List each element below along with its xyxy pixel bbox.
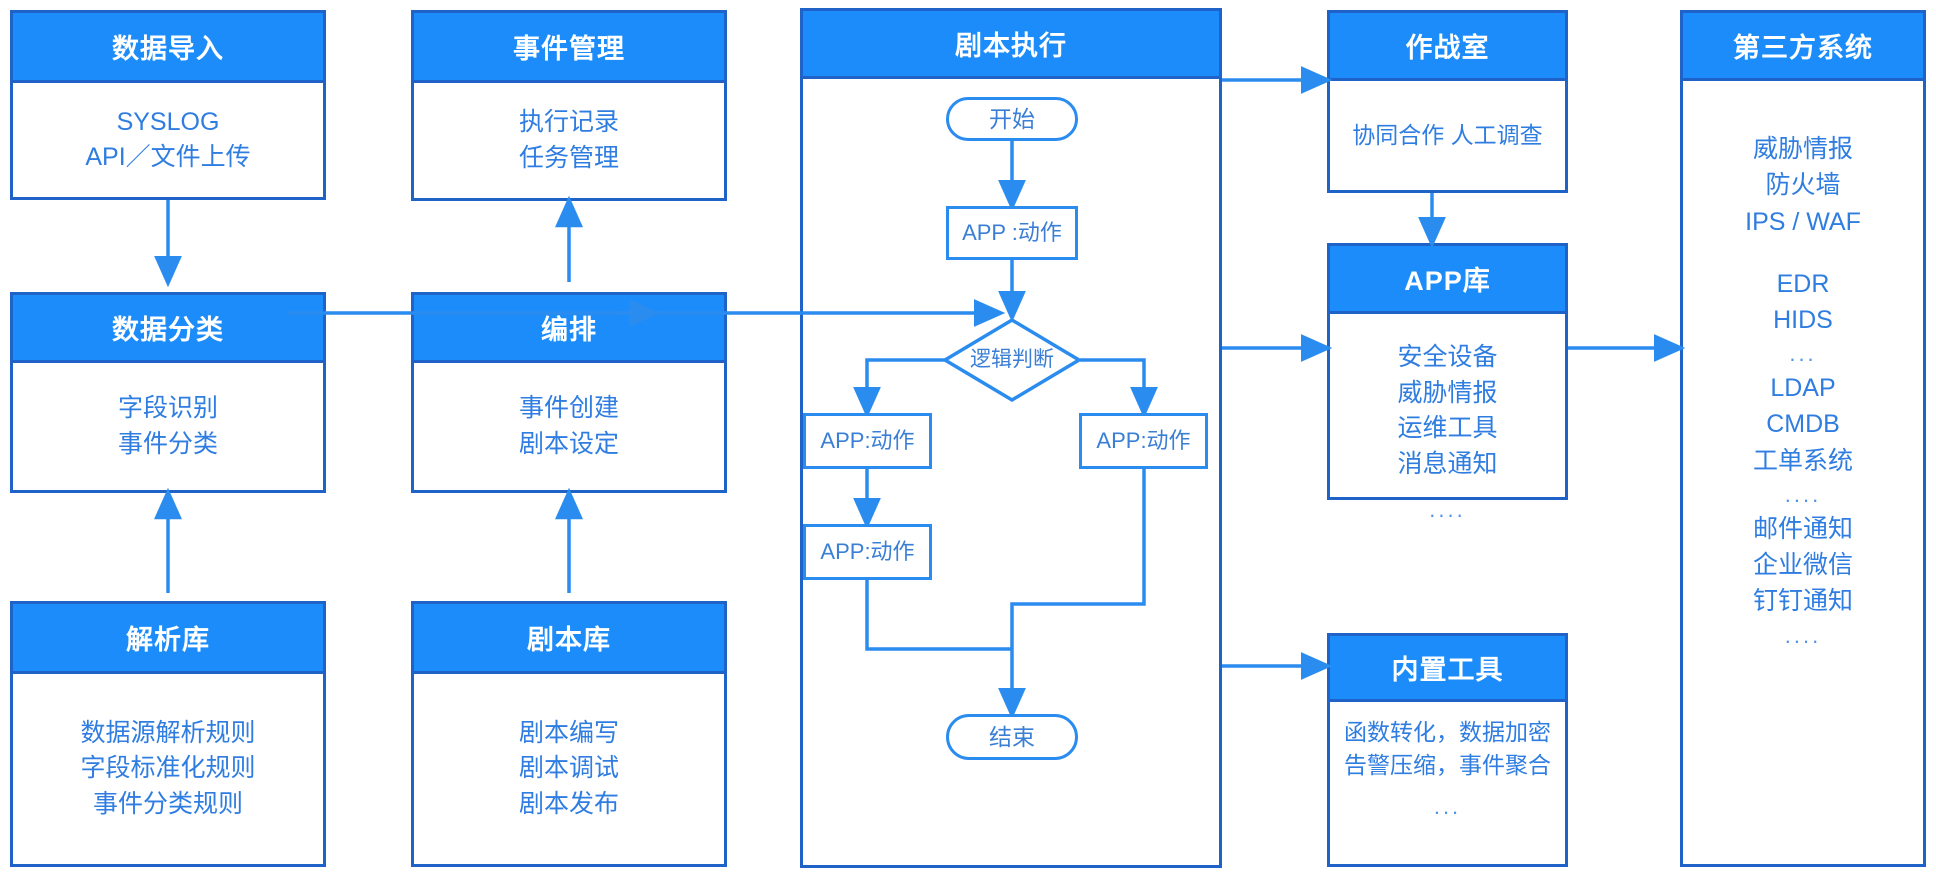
card-builtin-tools[interactable]: 内置工具 函数转化，数据加密 告警压缩，事件聚合 ... xyxy=(1327,633,1568,867)
card-data-import-line-0: SYSLOG xyxy=(116,107,220,136)
card-data-import-title: 数据导入 xyxy=(13,13,323,83)
card-app-library-line-5: .... xyxy=(1429,497,1466,522)
card-third-party-systems-body: 威胁情报 防火墙 IPS / WAF EDR HIDS ... LDAP CMD… xyxy=(1683,81,1923,864)
card-third-party-line-0: 威胁情报 xyxy=(1752,135,1853,163)
card-third-party-line-2: IPS / WAF xyxy=(1745,207,1861,236)
card-playbook-execution-title: 剧本执行 xyxy=(803,11,1219,79)
card-parsing-library-line-2: 事件分类规则 xyxy=(92,789,243,818)
card-playbook-library-line-2: 剧本发布 xyxy=(518,789,619,818)
card-builtin-tools-title: 内置工具 xyxy=(1330,636,1565,702)
card-playbook-execution[interactable]: 剧本执行 xyxy=(800,8,1222,868)
card-orchestration-line-0: 事件创建 xyxy=(518,394,619,422)
card-data-import[interactable]: 数据导入 SYSLOG API／文件上传 xyxy=(10,10,326,200)
card-war-room-title: 作战室 xyxy=(1330,13,1565,81)
card-event-management[interactable]: 事件管理 执行记录 任务管理 xyxy=(411,10,727,201)
card-third-party-systems-title: 第三方系统 xyxy=(1683,13,1923,81)
card-third-party-line-14: .... xyxy=(1784,622,1822,648)
flow-node-decision[interactable]: 逻辑判断 xyxy=(942,317,1082,403)
card-builtin-tools-body: 函数转化，数据加密 告警压缩，事件聚合 ... xyxy=(1330,702,1565,864)
card-playbook-execution-body: 开始 APP :动作 逻辑判断 APP:动作 APP:动作 APP:动作 结束 xyxy=(803,79,1219,865)
card-builtin-tools-line-1: 告警压缩，事件聚合 xyxy=(1344,751,1551,778)
card-third-party-line-4: EDR xyxy=(1776,269,1830,298)
card-parsing-library-body: 数据源解析规则 字段标准化规则 事件分类规则 xyxy=(13,674,323,864)
card-playbook-library-line-1: 剧本调试 xyxy=(518,754,619,783)
card-third-party-line-1: 防火墙 xyxy=(1765,171,1841,200)
card-playbook-library[interactable]: 剧本库 剧本编写 剧本调试 剧本发布 xyxy=(411,601,727,867)
flow-node-action-left-second[interactable]: APP:动作 xyxy=(803,524,932,580)
card-war-room[interactable]: 作战室 协同合作 人工调查 xyxy=(1327,10,1568,193)
card-event-management-line-1: 任务管理 xyxy=(518,143,619,172)
card-data-classification-title: 数据分类 xyxy=(13,295,323,363)
card-war-room-line-0: 协同合作 人工调查 xyxy=(1352,122,1543,149)
card-parsing-library-line-0: 数据源解析规则 xyxy=(80,718,256,747)
flow-arrow-decision-to-right xyxy=(1080,358,1158,419)
card-event-management-body: 执行记录 任务管理 xyxy=(414,83,724,198)
flow-node-action-1[interactable]: APP :动作 xyxy=(946,206,1078,260)
card-orchestration-body: 事件创建 剧本设定 xyxy=(414,363,724,490)
card-app-library-line-0: 安全设备 xyxy=(1397,343,1498,371)
card-parsing-library[interactable]: 解析库 数据源解析规则 字段标准化规则 事件分类规则 xyxy=(10,601,326,867)
flow-node-decision-label: 逻辑判断 xyxy=(970,348,1054,372)
card-parsing-library-line-1: 字段标准化规则 xyxy=(80,754,256,783)
card-third-party-systems[interactable]: 第三方系统 威胁情报 防火墙 IPS / WAF EDR HIDS ... LD… xyxy=(1680,10,1926,867)
card-builtin-tools-line-0: 函数转化，数据加密 xyxy=(1344,719,1551,745)
flow-path-left2-to-merge xyxy=(865,580,1012,651)
card-data-classification[interactable]: 数据分类 字段识别 事件分类 xyxy=(10,292,326,493)
card-orchestration-line-1: 剧本设定 xyxy=(518,429,619,458)
flow-node-action-branch-right[interactable]: APP:动作 xyxy=(1079,413,1208,469)
card-third-party-line-13: 钉钉通知 xyxy=(1752,587,1853,616)
card-third-party-line-8: CMDB xyxy=(1766,410,1840,439)
diamond-shape-icon xyxy=(942,317,1082,403)
card-orchestration-title: 编排 xyxy=(414,295,724,363)
card-app-library-line-1: 威胁情报 xyxy=(1397,378,1498,407)
card-builtin-tools-line-2: ... xyxy=(1433,794,1462,820)
card-app-library-body: 安全设备 威胁情报 运维工具 消息通知 .... xyxy=(1330,314,1565,531)
card-third-party-line-6: ... xyxy=(1789,341,1817,367)
card-app-library-title: APP库 xyxy=(1330,246,1565,314)
card-third-party-line-5: HIDS xyxy=(1773,306,1833,334)
flow-node-end[interactable]: 结束 xyxy=(946,714,1078,760)
card-data-classification-line-0: 字段识别 xyxy=(117,394,218,422)
card-playbook-library-title: 剧本库 xyxy=(414,604,724,674)
flow-node-start[interactable]: 开始 xyxy=(946,97,1078,141)
card-app-library[interactable]: APP库 安全设备 威胁情报 运维工具 消息通知 .... xyxy=(1327,243,1568,522)
card-playbook-library-line-0: 剧本编写 xyxy=(518,718,619,747)
card-data-import-line-1: API／文件上传 xyxy=(85,143,251,171)
card-orchestration[interactable]: 编排 事件创建 剧本设定 xyxy=(411,292,727,493)
card-playbook-library-body: 剧本编写 剧本调试 剧本发布 xyxy=(414,674,724,864)
card-third-party-line-7: LDAP xyxy=(1770,374,1836,403)
card-third-party-line-9: 工单系统 xyxy=(1752,446,1853,475)
card-third-party-line-12: 企业微信 xyxy=(1752,551,1853,580)
card-third-party-line-10: .... xyxy=(1784,481,1822,507)
card-app-library-line-2: 运维工具 xyxy=(1397,414,1498,442)
card-app-library-line-3: 消息通知 xyxy=(1397,449,1498,478)
card-data-classification-line-1: 事件分类 xyxy=(117,429,218,458)
card-data-classification-body: 字段识别 事件分类 xyxy=(13,363,323,490)
card-third-party-line-11: 邮件通知 xyxy=(1752,514,1853,543)
flow-path-right-to-merge xyxy=(1010,469,1146,649)
flow-arrow-decision-to-left xyxy=(853,358,945,419)
card-data-import-body: SYSLOG API／文件上传 xyxy=(13,83,323,197)
card-event-management-title: 事件管理 xyxy=(414,13,724,83)
card-war-room-body: 协同合作 人工调查 xyxy=(1330,81,1565,190)
flow-node-action-branch-left[interactable]: APP:动作 xyxy=(803,413,932,469)
card-parsing-library-title: 解析库 xyxy=(13,604,323,674)
card-event-management-line-0: 执行记录 xyxy=(518,108,619,136)
